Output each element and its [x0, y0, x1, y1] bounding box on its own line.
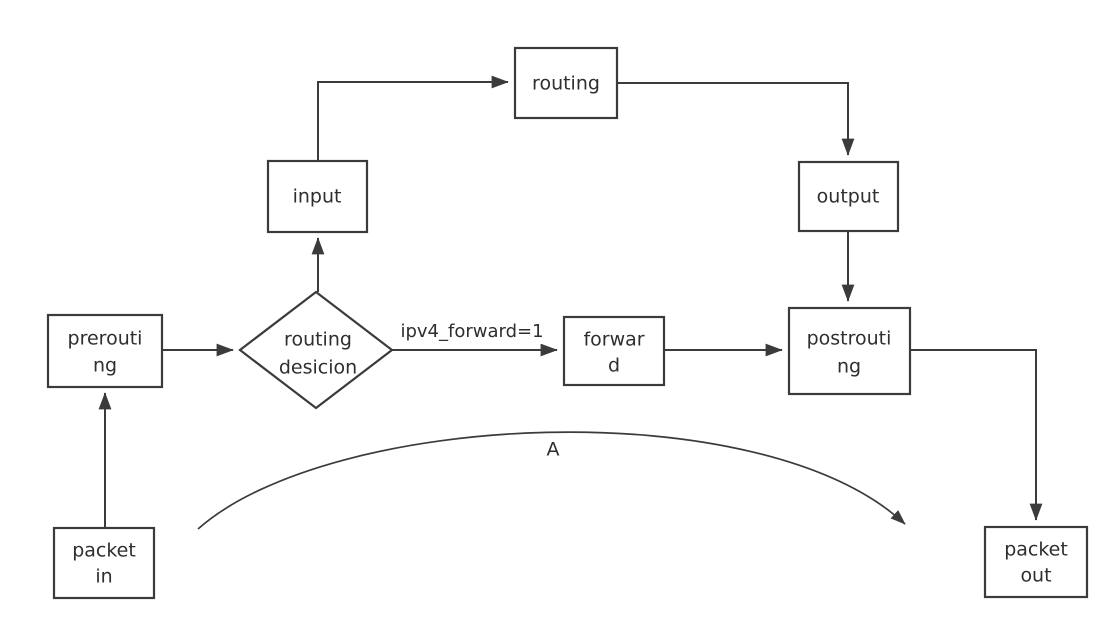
node-postrouting-label-line2: ng: [837, 356, 861, 378]
node-routing-label: routing: [532, 73, 600, 95]
edge-curve-a: [197, 431, 906, 530]
node-postrouting-label-line1: postrouti: [807, 328, 892, 350]
node-packet-out-label-line2: out: [1020, 565, 1051, 587]
curve-label-a: A: [547, 439, 560, 461]
node-routing-decision-label-line2: desicion: [279, 357, 357, 379]
node-packet-in-label-line2: in: [95, 566, 112, 588]
node-prerouting-label-line2: ng: [93, 355, 117, 377]
node-packet-in[interactable]: packet in: [52, 526, 156, 600]
node-output-label: output: [817, 186, 880, 208]
edge-label-ipv4-forward: ipv4_forward=1: [392, 318, 552, 344]
node-packet-in-label-line1: packet: [72, 540, 136, 562]
node-routing-decision[interactable]: routing desicion: [238, 290, 394, 410]
node-input[interactable]: input: [266, 159, 369, 234]
node-output[interactable]: output: [797, 160, 900, 233]
node-prerouting-label-line1: prerouti: [68, 328, 143, 350]
edge-routing-to-output: [617, 82, 855, 156]
node-prerouting[interactable]: prerouti ng: [46, 313, 164, 389]
node-packet-out[interactable]: packet out: [983, 525, 1089, 599]
edge-label-ipv4-forward-text: ipv4_forward=1: [400, 321, 543, 342]
curve-label-a-text: A: [547, 439, 560, 461]
node-forward-label-line1: forwar: [583, 329, 644, 351]
node-forward[interactable]: forwar d: [562, 315, 666, 387]
node-routing-decision-label-line1: routing: [284, 329, 352, 351]
node-input-label: input: [293, 186, 342, 208]
node-routing[interactable]: routing: [513, 46, 619, 120]
edge-postrouting-to-packet-out: [910, 349, 1043, 521]
node-postrouting[interactable]: postrouti ng: [787, 306, 912, 396]
node-packet-out-label-line1: packet: [1004, 539, 1068, 561]
node-forward-label-line2: d: [608, 355, 620, 377]
edge-input-to-routing: [317, 75, 509, 161]
